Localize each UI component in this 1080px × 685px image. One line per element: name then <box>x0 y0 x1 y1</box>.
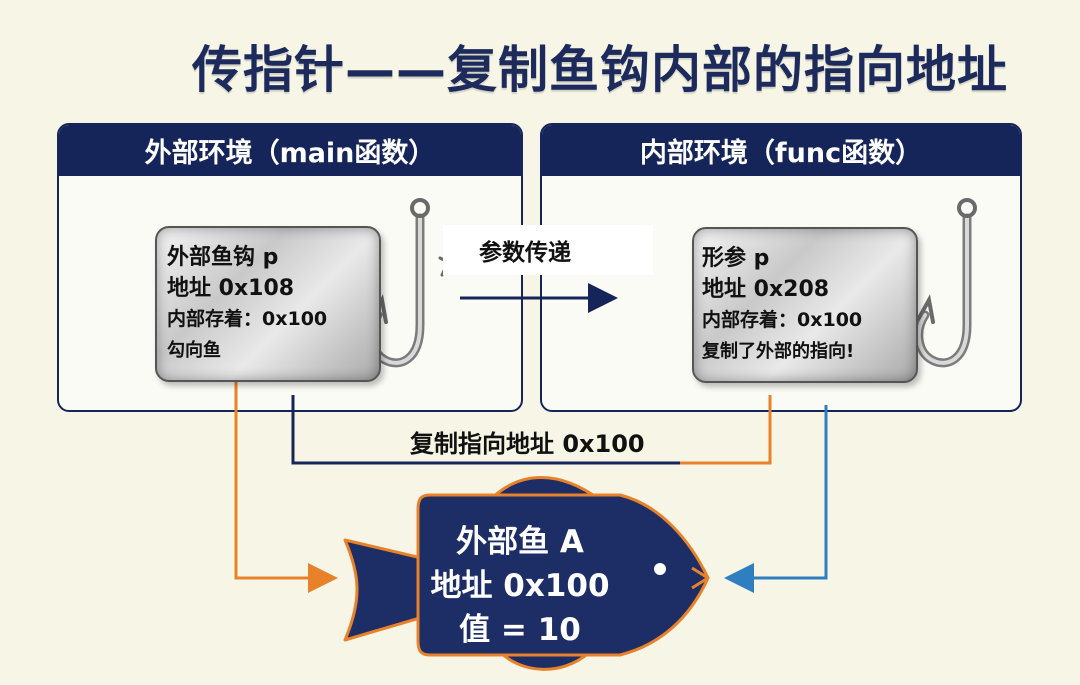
copy-path-navy <box>291 395 680 465</box>
main-environment-header: 外部环境（main函数） <box>59 125 521 176</box>
param-hook-card: 形参 p 地址 0x208 内部存着：0x100 复制了外部的指向! <box>692 227 918 383</box>
func-environment-header: 内部环境（func函数） <box>542 125 1020 176</box>
fish-icon <box>343 476 710 671</box>
outer-hook-card: 外部鱼钩 p 地址 0x108 内部存着：0x100 勾向鱼 <box>155 226 381 382</box>
left-hook-icon <box>367 198 450 368</box>
right-pointer-arrow <box>724 405 828 593</box>
param-pass-label: 参数传递 <box>443 225 653 275</box>
param-hook-note: 复制了外部的指向! <box>702 341 855 362</box>
fish-info: 外部鱼 A 地址 0x100 值 = 10 <box>420 520 620 652</box>
param-hook-name: 形参 p <box>702 246 770 271</box>
fish-address: 地址 0x100 <box>430 568 610 604</box>
outer-hook-note: 勾向鱼 <box>167 340 221 361</box>
param-hook-address: 地址 0x208 <box>702 277 830 302</box>
copy-path-orange <box>680 395 772 465</box>
outer-hook-name: 外部鱼钩 p <box>167 245 279 270</box>
param-hook-stored-value: 内部存着：0x100 <box>702 309 863 331</box>
page-title: 传指针——复制鱼钩内部的指向地址 <box>192 41 1008 99</box>
fish-value: 值 = 10 <box>459 612 581 648</box>
fish-name: 外部鱼 A <box>456 524 584 560</box>
left-pointer-arrow <box>234 382 338 593</box>
copy-address-label: 复制指向地址 0x100 <box>410 430 645 458</box>
outer-hook-address: 地址 0x108 <box>167 276 295 301</box>
outer-hook-stored-value: 内部存着：0x100 <box>167 308 328 330</box>
right-hook-icon <box>914 198 977 368</box>
